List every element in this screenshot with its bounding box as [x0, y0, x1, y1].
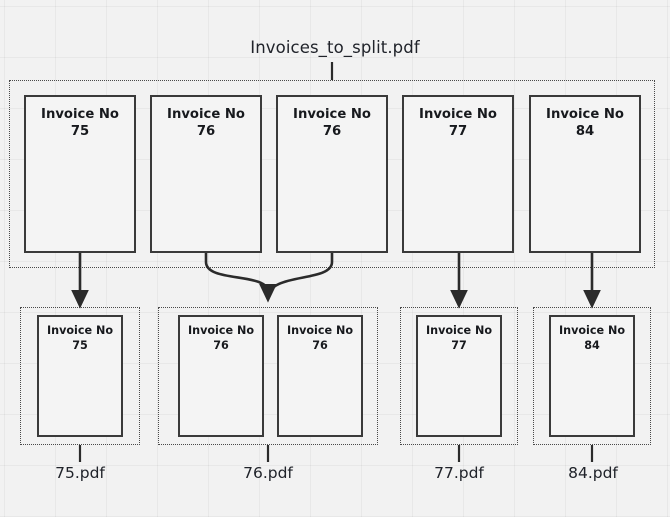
source-page-4[interactable]: Invoice No 77	[402, 95, 514, 253]
source-page-2-label: Invoice No 76	[167, 107, 245, 140]
output-page-75-1[interactable]: Invoice No 75	[37, 315, 123, 437]
source-page-1-label: Invoice No 75	[41, 107, 119, 140]
output-page-84-1[interactable]: Invoice No 84	[549, 315, 635, 437]
source-page-4-label: Invoice No 77	[419, 107, 497, 140]
output-filename-84: 84.pdf	[568, 464, 618, 482]
output-filename-76: 76.pdf	[243, 464, 293, 482]
output-filename-77: 77.pdf	[434, 464, 484, 482]
output-page-75-1-label: Invoice No 75	[46, 324, 114, 352]
output-page-77-1-label: Invoice No 77	[425, 324, 493, 352]
output-page-76-2[interactable]: Invoice No 76	[277, 315, 363, 437]
output-page-77-1[interactable]: Invoice No 77	[416, 315, 502, 437]
output-page-76-1[interactable]: Invoice No 76	[178, 315, 264, 437]
output-filename-75: 75.pdf	[55, 464, 105, 482]
source-page-3-label: Invoice No 76	[293, 107, 371, 140]
source-file-title: Invoices_to_split.pdf	[250, 38, 420, 57]
output-group-76	[158, 307, 378, 445]
source-page-5-label: Invoice No 84	[546, 107, 624, 140]
output-page-76-1-label: Invoice No 76	[187, 324, 255, 352]
source-page-2[interactable]: Invoice No 76	[150, 95, 262, 253]
source-page-1[interactable]: Invoice No 75	[24, 95, 136, 253]
source-page-5[interactable]: Invoice No 84	[529, 95, 641, 253]
output-page-84-1-label: Invoice No 84	[558, 324, 626, 352]
source-page-3[interactable]: Invoice No 76	[276, 95, 388, 253]
output-page-76-2-label: Invoice No 76	[286, 324, 354, 352]
